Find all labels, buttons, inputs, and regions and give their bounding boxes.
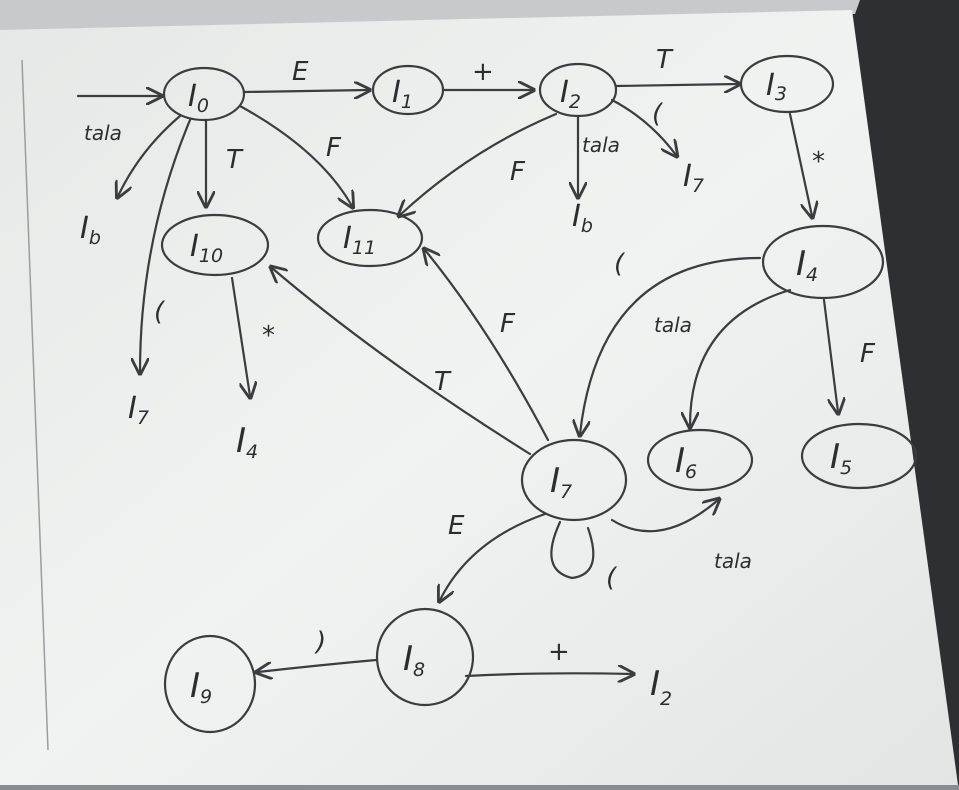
edge-I2-I3 [614, 84, 738, 86]
edge-I7-I10 [272, 268, 532, 456]
edge-I2-I11 [400, 112, 558, 215]
edge-I4-I6 [690, 288, 792, 426]
board-top-edge [0, 0, 860, 32]
whiteboard [0, 10, 958, 785]
label-F: F [500, 309, 516, 339]
node-label: I1 [392, 75, 413, 113]
edge-I0-I11 [238, 104, 352, 206]
node-I7: I7 [520, 438, 628, 522]
node-label: I11 [343, 221, 376, 259]
node-label: I2 [560, 75, 581, 113]
target-I7-mid: I7 [683, 159, 704, 197]
edge-I0-I1 [242, 90, 368, 92]
label-F: F [326, 133, 342, 163]
node-I9: I9 [163, 634, 257, 734]
node-label: I9 [190, 666, 212, 708]
edge-I3-I4 [788, 112, 812, 216]
label-lparen: ( [606, 563, 618, 593]
label-tala: tala [714, 549, 752, 573]
node-label: I8 [403, 639, 425, 681]
label-E: E [292, 57, 309, 87]
label-plus: + [548, 637, 570, 667]
node-label: I3 [766, 68, 787, 105]
label-star: * [262, 321, 275, 351]
label-star: * [812, 147, 825, 177]
node-I0: I0 [162, 66, 246, 122]
label-plus: + [472, 57, 494, 87]
target-I7-left: I7 [128, 391, 149, 429]
target-I4-left: I4 [236, 421, 258, 463]
label-rparen: ) [314, 627, 326, 657]
node-label: I7 [550, 461, 572, 503]
label-E: E [448, 511, 465, 541]
label-T: T [226, 145, 244, 175]
label-lparen: ( [154, 297, 166, 327]
edge-I7-I7 [550, 520, 595, 580]
node-label: I10 [190, 229, 223, 267]
edge-I0-I6 [118, 114, 182, 196]
edge-I0-I7 [140, 118, 192, 372]
label-tala: tala [582, 133, 620, 157]
target-I6-mid: Ib [572, 199, 593, 237]
edge-I7-I8 [440, 512, 547, 600]
node-label: I4 [796, 244, 818, 286]
label-tala: tala [84, 121, 122, 145]
edge-I8-I9 [258, 658, 378, 672]
label-F: F [510, 157, 526, 187]
edge-I7-I11 [425, 250, 550, 442]
node-I8: I8 [375, 607, 475, 707]
node-I10: I10 [160, 213, 270, 277]
node-label: I6 [675, 441, 697, 483]
node-I6: I6 [646, 428, 754, 492]
edge-I7-I6 [610, 500, 718, 533]
edge-I4-I5 [822, 298, 838, 412]
edge-I2-I7 [610, 98, 676, 155]
node-I5: I5 [800, 422, 918, 490]
edge-I4-I7 [580, 256, 762, 434]
label-lparen: ( [652, 99, 664, 129]
label-F: F [860, 339, 876, 369]
edge-I8-I2 [464, 673, 632, 676]
label-T: T [434, 367, 452, 397]
label-tala: tala [654, 313, 692, 337]
label-lparen: ( [614, 249, 626, 279]
node-label: I5 [830, 437, 852, 479]
label-T: T [656, 45, 674, 75]
target-I2-bottom: I2 [650, 664, 672, 710]
board-margin-line [21, 59, 49, 751]
target-I6-left: Ib [80, 211, 101, 249]
node-label: I0 [188, 79, 209, 117]
node-I11: I11 [316, 208, 424, 268]
node-I4: I4 [761, 224, 885, 300]
edge-I10-I4 [230, 276, 250, 396]
